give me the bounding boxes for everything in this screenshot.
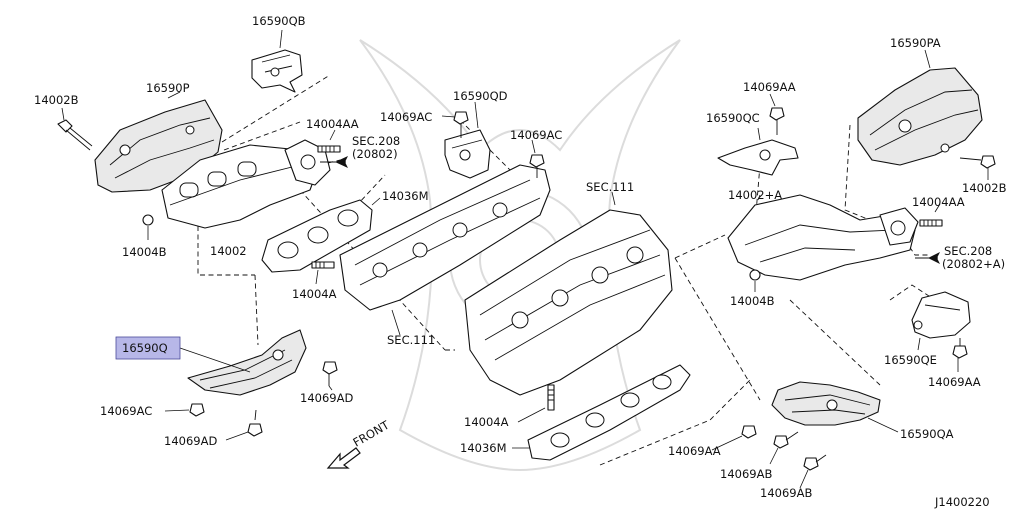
label-14069AB-upper[interactable]: 14069AB	[720, 467, 772, 481]
label-14069AB-lower[interactable]: 14069AB	[760, 486, 812, 500]
exhaust-manifold-14002A	[727, 194, 919, 281]
label-14004A-left[interactable]: 14004A	[292, 287, 337, 301]
bolt-14069AC-bottom	[164, 403, 205, 417]
sec208-arrow-left	[320, 156, 348, 168]
label-14036M-lower[interactable]: 14036M	[460, 441, 507, 455]
front-direction-arrow[interactable]	[326, 447, 361, 469]
stud-14004AA-right	[919, 203, 943, 227]
heat-shield-16590Q	[179, 329, 307, 396]
label-14002B-right[interactable]: 14002B	[962, 181, 1007, 195]
bolt-14069AD-bottom	[225, 409, 263, 441]
label-16590P[interactable]: 16590P	[146, 81, 190, 95]
cylinder-head-right-bank	[464, 191, 673, 396]
bolt-14069AC-top	[441, 111, 469, 138]
label-16590Q[interactable]: 16590Q	[122, 341, 168, 355]
label-sec208-right-sub: (20802+A)	[942, 257, 1005, 271]
label-16590QE[interactable]: 16590QE	[884, 353, 937, 367]
label-14002A[interactable]: 14002+A	[728, 188, 782, 202]
bracket-16590QB	[251, 29, 303, 93]
drawing-number: J1400220	[934, 495, 990, 509]
heat-shield-16590PA	[857, 49, 983, 166]
heat-shield-16590QA	[771, 381, 899, 433]
label-14004AA-right[interactable]: 14004AA	[912, 195, 965, 209]
bolt-14069AB-lower	[799, 454, 827, 489]
label-14004B-left[interactable]: 14004B	[122, 245, 167, 259]
label-14069AC-bottom[interactable]: 14069AC	[100, 404, 152, 418]
label-14002[interactable]: 14002	[210, 244, 247, 258]
stud-14004A-left	[311, 261, 335, 285]
label-14004AA-left[interactable]: 14004AA	[306, 117, 359, 131]
label-14002B-left[interactable]: 14002B	[34, 93, 79, 107]
label-sec208-left-sub: (20802)	[352, 147, 398, 161]
label-14069AA-top[interactable]: 14069AA	[743, 80, 796, 94]
label-16590QB[interactable]: 16590QB	[252, 14, 306, 28]
nut-14004B-left	[142, 214, 154, 240]
gasket-14036M-upper	[261, 197, 381, 273]
label-16590QC[interactable]: 16590QC	[706, 111, 760, 125]
label-14069AD-right[interactable]: 14069AD	[300, 391, 353, 405]
label-sec208-right[interactable]: SEC.208	[944, 244, 992, 258]
stud-14004A-lower	[517, 384, 555, 423]
bolt-14002B-left	[57, 107, 93, 151]
label-14069AA-right[interactable]: 14069AA	[928, 375, 981, 389]
label-14036M-upper[interactable]: 14036M	[382, 189, 429, 203]
bolt-14069AC-mid	[529, 139, 545, 178]
label-14069AA-bottom[interactable]: 14069AA	[668, 444, 721, 458]
cylinder-head-left-bank	[339, 164, 551, 336]
bracket-16590QE	[911, 291, 971, 351]
bolt-14069AA-bottom	[711, 425, 757, 451]
label-front: FRONT	[351, 417, 393, 449]
label-14004A-lower[interactable]: 14004A	[464, 415, 509, 429]
highlighted-part-box	[115, 336, 181, 360]
label-16590QD[interactable]: 16590QD	[453, 89, 508, 103]
bracket-16590QD	[444, 101, 491, 179]
bolt-14069AA-top	[769, 93, 785, 135]
label-sec208-left[interactable]: SEC.208	[352, 134, 400, 148]
label-16590QA[interactable]: 16590QA	[900, 427, 954, 441]
label-16590PA[interactable]: 16590PA	[890, 36, 941, 50]
label-14069AC-top[interactable]: 14069AC	[380, 110, 432, 124]
bolt-14069AA-right	[952, 338, 968, 372]
bolt-14002B-right	[959, 155, 996, 180]
nut-14004B-right	[749, 269, 761, 292]
bolt-14069AD-right	[322, 361, 338, 391]
bracket-16590QC	[717, 127, 799, 176]
label-14069AC-mid[interactable]: 14069AC	[510, 128, 562, 142]
label-14069AD-bottom[interactable]: 14069AD	[164, 434, 217, 448]
label-sec111-upper[interactable]: SEC.111	[586, 180, 634, 194]
stud-14004AA-left	[317, 129, 341, 153]
label-14004B-right[interactable]: 14004B	[730, 294, 775, 308]
sec208-arrow-right	[915, 252, 940, 264]
bolt-14069AB-upper	[769, 431, 799, 465]
gasket-14036M-lower	[512, 364, 691, 461]
label-sec111-lower[interactable]: SEC.111	[387, 333, 435, 347]
